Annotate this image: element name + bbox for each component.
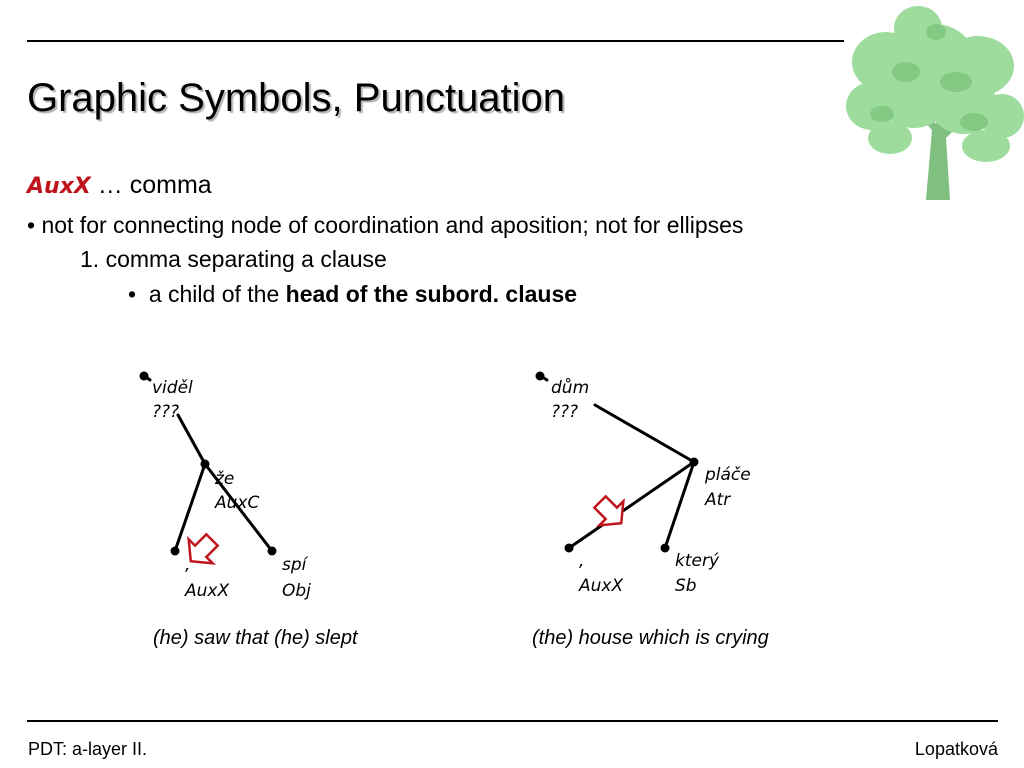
heading-line: AuxX … comma <box>27 171 212 200</box>
heading-rest: … comma <box>90 171 212 199</box>
arrow-marker-right <box>592 494 625 527</box>
node-conj <box>200 459 210 469</box>
label-verb-func: Obj <box>282 581 311 601</box>
node-verb <box>689 457 699 467</box>
edge-verb-rel <box>663 460 696 550</box>
label-comma-word: , <box>185 555 190 575</box>
footer-author: Lopatková <box>914 739 998 759</box>
edge-root-conj <box>176 413 207 466</box>
bullet-2-prefix: • a child of the <box>128 281 286 307</box>
auxx-term: AuxX <box>27 174 91 199</box>
edge-root-verb <box>593 403 696 464</box>
caption-left: (he) saw that (he) slept <box>153 627 358 649</box>
node-comma <box>564 543 574 553</box>
dependency-tree-right: dům ??? pláče Atr , AuxX který Sb <box>535 371 751 596</box>
bullet-child-of-head: • a child of the head of the subord. cla… <box>128 281 577 308</box>
label-verb-word: pláče <box>704 465 751 485</box>
dependency-tree-left: viděl ??? že AuxC , AuxX spí Obj <box>139 371 311 601</box>
footer-course: PDT: a-layer II. <box>28 739 148 759</box>
label-root-word: viděl <box>152 378 193 398</box>
top-divider <box>27 40 844 42</box>
slide-title: Graphic Symbols, Punctuation <box>27 76 566 120</box>
node-comma <box>170 546 180 556</box>
edge-conj-verb <box>203 462 274 553</box>
label-conj-func: AuxC <box>214 493 259 513</box>
edge-conj-comma <box>173 462 207 553</box>
label-rel-word: který <box>675 551 720 571</box>
label-root-word: dům <box>551 377 589 398</box>
item-comma-clause: 1. comma separating a clause <box>80 246 387 272</box>
tree-illustration <box>846 6 1024 200</box>
bullet-2-bold: head of the subord. clause <box>285 281 578 307</box>
label-comma-func: AuxX <box>578 576 623 596</box>
node-verb <box>267 546 277 556</box>
label-conj-word: že <box>214 469 234 489</box>
label-verb-func: Atr <box>704 490 731 510</box>
label-verb-word: spí <box>282 555 309 575</box>
arrow-marker-left <box>187 532 220 565</box>
label-rel-func: Sb <box>675 576 697 596</box>
label-root-func: ??? <box>551 402 578 422</box>
label-root-func: ??? <box>152 402 179 422</box>
node-root <box>139 371 149 381</box>
edge-verb-comma <box>567 460 696 550</box>
bottom-divider <box>27 720 998 722</box>
node-root <box>535 371 545 381</box>
label-comma-word: , <box>579 551 584 571</box>
label-comma-func: AuxX <box>184 581 229 601</box>
bullet-coordination: • not for connecting node of coordinatio… <box>27 212 744 238</box>
node-rel <box>660 543 670 553</box>
caption-right: (the) house which is crying <box>532 627 769 649</box>
